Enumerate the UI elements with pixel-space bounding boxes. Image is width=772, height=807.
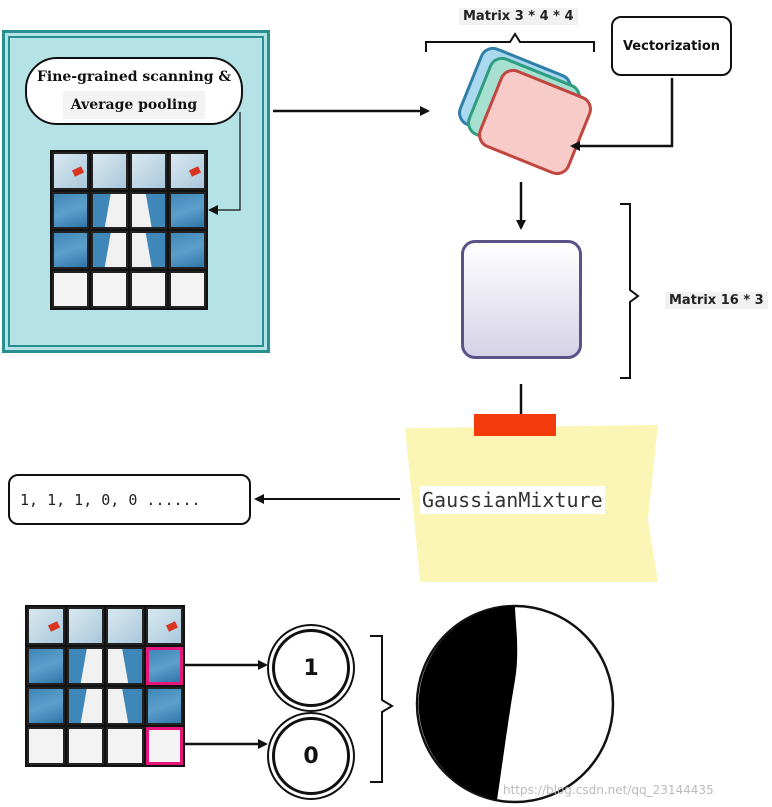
highlighted-cell-white [145, 727, 183, 765]
matrix-side-brace [620, 203, 640, 379]
bubble-to-grid-arrow [208, 112, 241, 215]
circles-brace [370, 635, 394, 783]
grid-cell [169, 231, 206, 269]
swan-image-grid-bottom [25, 605, 185, 767]
grid-cell [27, 727, 65, 765]
grid-cell [52, 152, 89, 190]
matrix-16x3-box [461, 240, 582, 359]
vectorization-arrow [570, 78, 674, 151]
gaussian-mixture-label: GaussianMixture [420, 486, 605, 514]
grid-cell [91, 152, 128, 190]
grid-cell [106, 727, 144, 765]
grid-cell [27, 607, 65, 645]
grid-cell [145, 687, 183, 725]
grid-cell [169, 152, 206, 190]
circle-one-label: 1 [303, 655, 319, 681]
grid-cell [52, 231, 89, 269]
grid-cell [66, 727, 104, 765]
matrix-3x4x4-label: Matrix 3 * 4 * 4 [459, 8, 578, 25]
vectorization-label: Vectorization [622, 38, 721, 54]
sticky-tape [474, 414, 556, 436]
circle-zero-label: 0 [303, 743, 319, 769]
grid-cell [106, 687, 144, 725]
scan-label-line2: Average pooling [62, 91, 206, 119]
highlighted-cell-blue [145, 647, 183, 685]
output-sequence-box: 1, 1, 1, 0, 0 ...... [8, 474, 251, 525]
grid-cell [130, 231, 167, 269]
grid-cell [27, 647, 65, 685]
grid-cell [130, 191, 167, 229]
grid-cell [106, 647, 144, 685]
circle-zero: 0 [272, 717, 350, 795]
scan-label-line1: Fine-grained scanning & [36, 69, 232, 85]
grid-cell [66, 607, 104, 645]
grid-cell [130, 270, 167, 308]
output-sequence-text: 1, 1, 1, 0, 0 ...... [20, 490, 201, 509]
grid-cell [130, 152, 167, 190]
swan-image-grid [50, 150, 208, 310]
grid-cell [91, 270, 128, 308]
grid-cell [52, 270, 89, 308]
grid-cell [169, 270, 206, 308]
watermark-text: https://blog.csdn.net/qq_23144435 [503, 783, 714, 797]
matrix-top-brace [425, 32, 595, 52]
grid-cell [145, 607, 183, 645]
grid-cell [106, 607, 144, 645]
grid-cell [91, 191, 128, 229]
matrix-16x3-label: Matrix 16 * 3 [665, 292, 768, 309]
scanning-pooling-bubble: Fine-grained scanning & Average pooling [25, 57, 243, 125]
grid-cell [27, 687, 65, 725]
vectorization-box: Vectorization [611, 16, 732, 76]
grid-cell [66, 687, 104, 725]
proportion-filled-half [418, 606, 518, 800]
circle-one: 1 [272, 629, 350, 707]
grid-cell [91, 231, 128, 269]
grid-cell [52, 191, 89, 229]
grid-cell [66, 647, 104, 685]
grid-cell [169, 191, 206, 229]
